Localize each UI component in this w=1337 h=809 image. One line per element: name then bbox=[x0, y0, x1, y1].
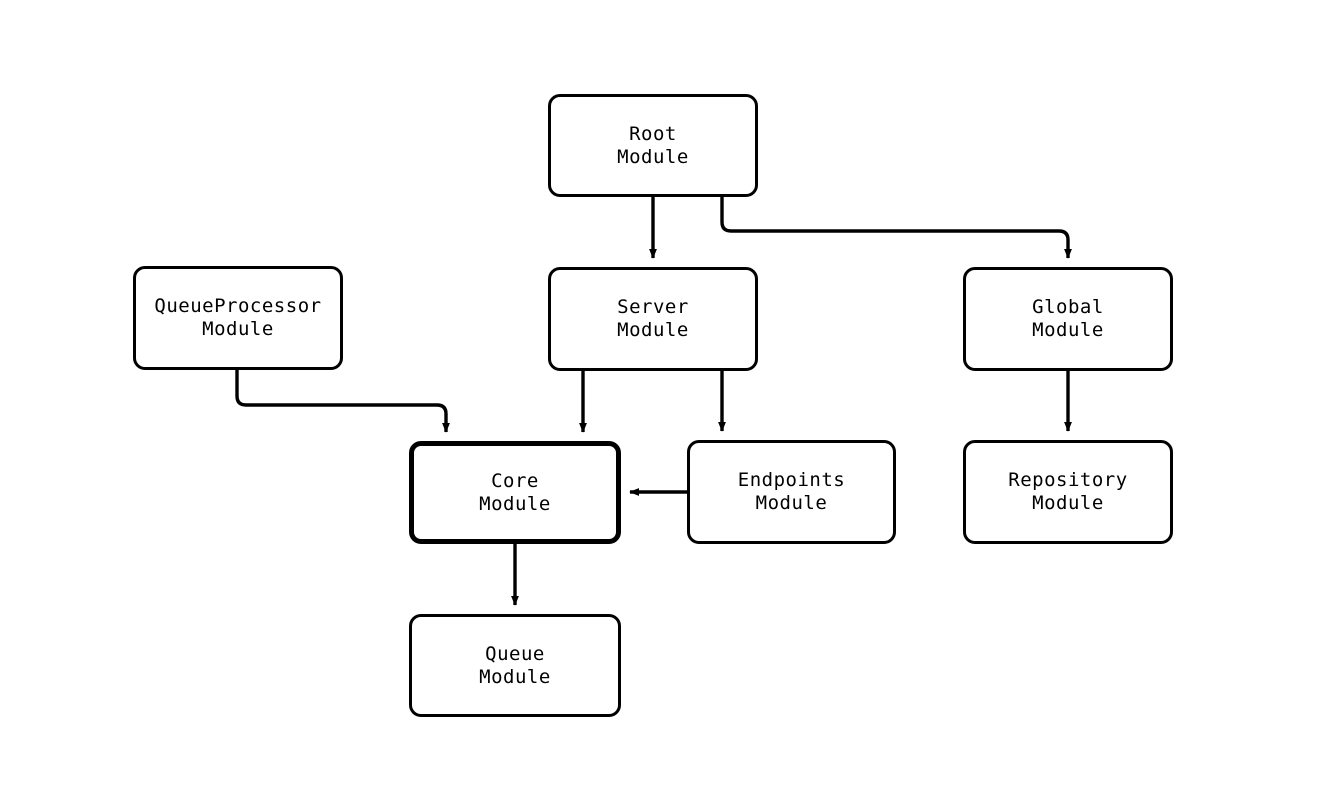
node-queue-module-label-line1: Queue bbox=[485, 642, 545, 665]
edge-root-to-global bbox=[720, 197, 1072, 259]
node-global-module-label-line1: Global bbox=[1032, 296, 1104, 318]
node-root-module[interactable]: Root Module bbox=[548, 94, 758, 197]
node-server-module-label-line1: Server bbox=[617, 296, 689, 318]
node-queue-module-label-line2: Module bbox=[479, 665, 551, 688]
node-repository-module[interactable]: Repository Module bbox=[963, 440, 1173, 544]
node-core-module-label-line2: Module bbox=[479, 492, 551, 515]
node-queueprocessor-module[interactable]: QueueProcessor Module bbox=[133, 266, 343, 370]
node-server-module[interactable]: Server Module bbox=[548, 267, 758, 371]
node-repository-module-label-line1: Repository bbox=[1008, 469, 1128, 491]
node-repository-module-label-line2: Module bbox=[1032, 492, 1104, 514]
node-core-module[interactable]: Core Module bbox=[409, 441, 621, 544]
node-endpoints-module-label-line1: Endpoints bbox=[737, 469, 846, 491]
node-global-module-label-line2: Module bbox=[1032, 319, 1104, 341]
node-queue-module[interactable]: Queue Module bbox=[409, 614, 621, 717]
node-root-module-label-line1: Root bbox=[629, 122, 677, 145]
edge-queueprocessor-to-core bbox=[235, 370, 450, 433]
node-server-module-label-line2: Module bbox=[617, 319, 689, 341]
node-endpoints-module[interactable]: Endpoints Module bbox=[687, 440, 896, 544]
node-root-module-label-line2: Module bbox=[617, 145, 689, 168]
node-core-module-label-line1: Core bbox=[491, 469, 539, 492]
node-queueprocessor-module-label-line2: Module bbox=[202, 318, 274, 340]
node-queueprocessor-module-label-line1: QueueProcessor bbox=[154, 295, 322, 317]
node-global-module[interactable]: Global Module bbox=[963, 267, 1173, 371]
node-endpoints-module-label-line2: Module bbox=[755, 492, 828, 514]
